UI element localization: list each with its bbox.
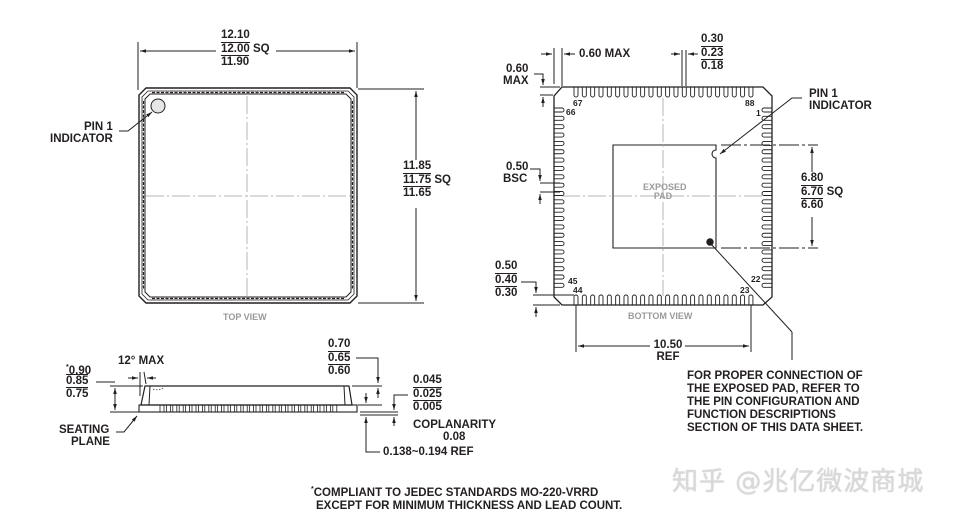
exposed-pad-label-line2: PAD [653, 191, 673, 201]
dim-max: 0.30 [701, 33, 724, 45]
watermark: 知乎 @兆亿微波商城 [672, 467, 925, 497]
ref-dim-value: 10.50 [651, 339, 685, 352]
dim-nom: 0.85 [66, 374, 89, 387]
note-line: FOR PROPER CONNECTION OF [687, 370, 863, 382]
dim-min: 11.90 [221, 55, 250, 68]
dim-nom: 6.70 [801, 185, 824, 198]
dim-suffix: SQ [252, 43, 270, 55]
top-pin1-label-line2: INDICATOR [50, 133, 113, 145]
note-line: SECTION OF THIS DATA SHEET. [687, 422, 864, 434]
dim-max: 0.045 [413, 374, 442, 386]
corner-max-label: MAX [503, 75, 529, 87]
note-line: THE EXPOSED PAD, REFER TO [687, 383, 860, 395]
bottom-view-caption: BOTTOM VIEW [628, 311, 693, 321]
dim-max: 12.10 [221, 29, 250, 41]
dim-max: 0.90 [68, 364, 92, 377]
pin-number-66: 66 [566, 107, 576, 117]
dim-suffix: SQ [434, 174, 451, 186]
pin-number-44: 44 [573, 285, 583, 295]
dim-nom: 0.40 [495, 273, 518, 286]
exposed-pad-label-line1: EXPOSED [643, 182, 687, 192]
ref-dim-label: REF [656, 351, 680, 363]
pin-number-88: 88 [745, 98, 755, 108]
mold-dimension: 0.70 0.65 0.60 [328, 338, 351, 377]
side-view-drawing [96, 357, 408, 453]
seating-plane-line2: PLANE [71, 436, 110, 448]
pin-number-45: 45 [568, 276, 578, 286]
jedec-footnote: *COMPLIANT TO JEDEC STANDARDS MO-220-VRR… [311, 483, 622, 513]
lead-width-dimension: 0.30 0.23 0.18 [701, 33, 724, 72]
dim-min: 0.75 [66, 387, 89, 400]
corner-max-horizontal: 0.60 MAX [579, 48, 631, 60]
pin-number-22: 22 [751, 274, 761, 284]
lead-thickness-ref: 0.138~0.194 REF [383, 446, 474, 458]
dim-suffix: SQ [826, 186, 844, 198]
pad-dimension: 6.80 6.70 SQ 6.60 [799, 172, 846, 211]
dim-max: 6.80 [801, 172, 824, 184]
dim-min: 11.65 [403, 186, 432, 199]
coplanarity-value: 0.08 [443, 431, 466, 443]
dim-min: 0.18 [701, 59, 724, 72]
dim-min: 6.60 [801, 198, 824, 211]
dim-max: 11.85 [403, 160, 432, 172]
note-line: FUNCTION DESCRIPTIONS [687, 409, 836, 421]
bottom-pin1-label-line2: INDICATOR [809, 100, 872, 112]
footnote-marker: * [311, 486, 314, 493]
footnote-line: EXCEPT FOR MINIMUM THICKNESS AND LEAD CO… [316, 499, 623, 512]
dim-max: 0.50 [495, 260, 518, 272]
dim-nom: 0.025 [413, 387, 442, 400]
top-pin1-label-line1: PIN 1 [84, 121, 113, 133]
pin-number-23: 23 [740, 285, 750, 295]
corner-max-value: 0.60 [506, 63, 529, 75]
coplanarity-label: COPLANARITY [413, 419, 497, 431]
angle-label: 12° MAX [118, 355, 165, 367]
top-view-drawing [119, 42, 424, 304]
lead-length-dimension: 0.50 0.40 0.30 [495, 260, 518, 299]
pin-number-67: 67 [573, 98, 583, 108]
height-dimension: *0.90 0.85 0.75 [66, 361, 91, 400]
dim-nom: 0.65 [328, 351, 351, 364]
dim-min: 0.60 [328, 364, 351, 377]
footnote-line: COMPLIANT TO JEDEC STANDARDS MO-220-VRRD [313, 486, 599, 499]
dim-min: 0.005 [413, 400, 442, 413]
exposed-pad-note: FOR PROPER CONNECTION OF THE EXPOSED PAD… [687, 370, 863, 435]
pin-number-1: 1 [756, 108, 761, 118]
top-body-dimension: 11.85 11.75 SQ 11.65 [401, 160, 453, 199]
top-width-dimension: 12.10 12.00 SQ 11.90 [221, 29, 270, 68]
seating-plane-line1: SEATING [59, 424, 110, 436]
top-view-caption: TOP VIEW [223, 312, 267, 322]
bottom-pin1-label-line1: PIN 1 [809, 88, 838, 100]
dim-min: 0.30 [495, 286, 518, 299]
pitch-value: 0.50 [506, 161, 529, 173]
pitch-label: BSC [503, 173, 528, 185]
dim-nom: 12.00 [221, 42, 250, 55]
footnote-marker: * [66, 364, 69, 371]
note-line: THE PIN CONFIGURATION AND [687, 396, 860, 408]
dim-nom: 0.23 [701, 46, 724, 59]
dim-nom: 11.75 [403, 173, 432, 186]
standoff-dimension: 0.045 0.025 0.005 [413, 374, 442, 413]
dim-max: 0.70 [328, 338, 351, 350]
